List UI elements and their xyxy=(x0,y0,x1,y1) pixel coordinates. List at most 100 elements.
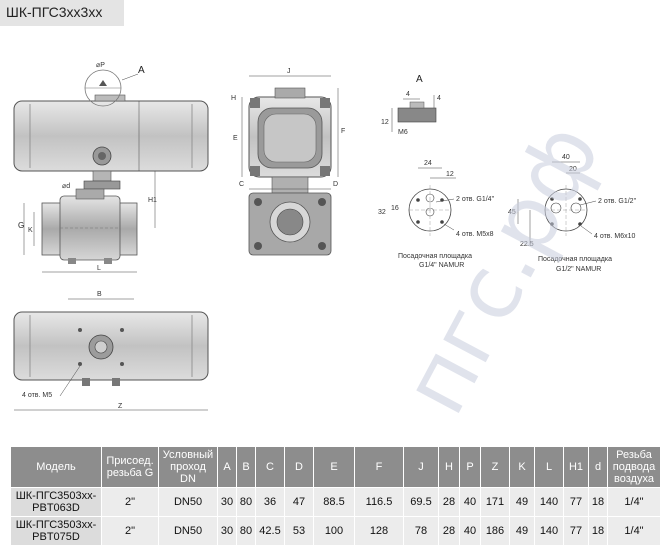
spec-table: Модель Присоед. резьба G Условный проход… xyxy=(10,446,661,546)
table-cell: 30 xyxy=(217,487,237,517)
holes-m5-label: 4 отв. M5 xyxy=(22,392,52,399)
p2-caption-2: G1/2" NAMUR xyxy=(556,266,601,273)
table-header: Резьба подвода воздуха xyxy=(607,446,661,488)
table-header: C xyxy=(255,446,285,488)
table-header: P xyxy=(459,446,481,488)
table-header: J xyxy=(403,446,439,488)
table-cell: 78 xyxy=(403,516,439,546)
table-cell: 18 xyxy=(588,487,608,517)
table-cell: 128 xyxy=(354,516,404,546)
table-cell: ШК-ПГС3503хх-PBT075D xyxy=(10,516,102,546)
table-cell: 18 xyxy=(588,516,608,546)
table-header: A xyxy=(217,446,237,488)
table-cell: 1/4" xyxy=(607,487,661,517)
table-cell: 88.5 xyxy=(313,487,355,517)
table-header: L xyxy=(534,446,564,488)
table-cell: 116.5 xyxy=(354,487,404,517)
table-header: Присоед. резьба G xyxy=(101,446,159,488)
table-header: Z xyxy=(480,446,510,488)
detail-a-m6: M6 xyxy=(398,129,408,136)
table-row: ШК-ПГС3503хх-PBT063D 2" DN50 30 80 36 47… xyxy=(10,487,661,517)
p2-225: 22.5 xyxy=(520,241,534,248)
title-box: ШК-ПГС3хх3хх xyxy=(0,0,124,26)
p1-caption-2: G1/4" NAMUR xyxy=(419,262,464,269)
p2-40: 40 xyxy=(562,154,570,161)
dim-l-label: L xyxy=(97,265,101,272)
p1-16: 16 xyxy=(391,205,399,212)
dim-b-label: B xyxy=(97,291,102,298)
dim-h-label: H xyxy=(231,95,236,102)
p2-caption-1: Посадочная площадка xyxy=(538,256,612,263)
table-header: d xyxy=(588,446,608,488)
detail-a-title: A xyxy=(416,74,423,85)
technical-drawing: G K L H1 ⌀d ⌀P A J H E F C xyxy=(13,62,637,430)
table-cell: DN50 xyxy=(158,487,218,517)
table-cell: 47 xyxy=(284,487,314,517)
table-cell: DN50 xyxy=(158,516,218,546)
table-row: ШК-ПГС3503хх-PBT075D 2" DN50 30 80 42.5 … xyxy=(10,516,661,546)
table-cell: 40 xyxy=(459,487,481,517)
dim-d2-label: D xyxy=(333,181,338,188)
p2-holes-m: 4 отв. M6x10 xyxy=(594,233,636,240)
table-cell: 140 xyxy=(534,487,564,517)
p2-holes-g: 2 отв. G1/2" xyxy=(598,198,637,205)
dim-k-label: K xyxy=(28,227,33,234)
side-view: J H E F C D xyxy=(231,68,345,256)
namur-pad-half: 40 20 45 22.5 2 отв. G1/2" 4 отв. M6x10 … xyxy=(508,154,637,273)
p1-caption-1: Посадочная площадка xyxy=(398,253,472,260)
table-cell: 171 xyxy=(480,487,510,517)
namur-pad-quarter: 24 12 32 16 2 отв. G1/4" 4 отв. M5x8 Пос… xyxy=(378,160,495,269)
dim-j-label: J xyxy=(287,68,291,75)
view-a-marker: A xyxy=(138,65,145,76)
page-title: ШК-ПГС3хх3хх xyxy=(6,4,103,20)
table-cell: 186 xyxy=(480,516,510,546)
table-cell: 77 xyxy=(563,516,589,546)
dim-z-label: Z xyxy=(118,403,123,410)
table-cell: 100 xyxy=(313,516,355,546)
table-cell: 42.5 xyxy=(255,516,285,546)
detail-a-12: 12 xyxy=(381,119,389,126)
detail-a: A 4 4 12 M6 xyxy=(381,74,441,136)
dim-f-label: F xyxy=(341,128,345,135)
table-cell: 80 xyxy=(236,487,256,517)
table-cell: 2" xyxy=(101,516,159,546)
dim-c-label: C xyxy=(239,181,244,188)
dim-p-label: ⌀P xyxy=(96,62,105,69)
table-cell: 53 xyxy=(284,516,314,546)
table-header-row: Модель Присоед. резьба G Условный проход… xyxy=(10,446,661,488)
p1-32: 32 xyxy=(378,209,386,216)
table-cell: 2" xyxy=(101,487,159,517)
table-cell: 36 xyxy=(255,487,285,517)
p2-20: 20 xyxy=(569,166,577,173)
table-cell: 49 xyxy=(509,516,535,546)
table-header: D xyxy=(284,446,314,488)
dim-d-label: ⌀d xyxy=(62,183,70,190)
dim-h1-label: H1 xyxy=(148,197,157,204)
table-header: H xyxy=(438,446,460,488)
front-view: G K L H1 ⌀d ⌀P A xyxy=(13,62,209,273)
table-header: Условный проход DN xyxy=(158,446,218,488)
dim-g-label: G xyxy=(18,221,24,230)
table-cell: 1/4" xyxy=(607,516,661,546)
table-header: F xyxy=(354,446,404,488)
table-cell: 80 xyxy=(236,516,256,546)
p1-24: 24 xyxy=(424,160,432,167)
detail-a-4b: 4 xyxy=(437,95,441,102)
table-header: E xyxy=(313,446,355,488)
table-cell: 49 xyxy=(509,487,535,517)
detail-a-4a: 4 xyxy=(406,91,410,98)
dim-e-label: E xyxy=(233,135,238,142)
p2-45: 45 xyxy=(508,209,516,216)
table-cell: 28 xyxy=(438,487,460,517)
p1-holes-m: 4 отв. M5x8 xyxy=(456,231,494,238)
table-cell: 69.5 xyxy=(403,487,439,517)
p1-holes-g: 2 отв. G1/4" xyxy=(456,196,495,203)
table-header: Модель xyxy=(10,446,102,488)
table-cell: 140 xyxy=(534,516,564,546)
table-cell: 40 xyxy=(459,516,481,546)
actuator-front xyxy=(13,100,209,172)
table-cell: 30 xyxy=(217,516,237,546)
table-cell: 28 xyxy=(438,516,460,546)
table-header: K xyxy=(509,446,535,488)
top-view: B Z 4 отв. M5 xyxy=(13,291,209,411)
